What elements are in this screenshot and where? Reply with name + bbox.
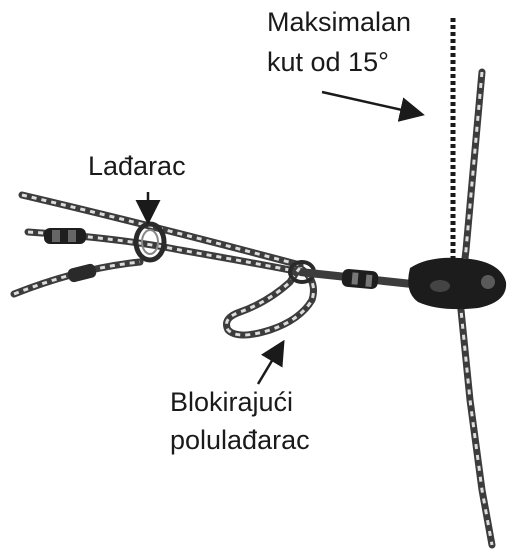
blocking-label-line2: polulađarac <box>170 424 310 456</box>
angle-label-line1: Maksimalan <box>267 6 411 38</box>
blocking-label-line1: Blokirajući <box>170 386 293 418</box>
hitch-label: Lađarac <box>88 150 186 182</box>
blocking-label-arrow <box>258 344 282 384</box>
angle-label-line2: kut od 15° <box>267 46 389 78</box>
angle-label-arrow <box>322 92 420 114</box>
rope-to-device <box>300 268 412 289</box>
rope-device <box>408 258 506 309</box>
lower-rope-strand <box>14 262 140 294</box>
